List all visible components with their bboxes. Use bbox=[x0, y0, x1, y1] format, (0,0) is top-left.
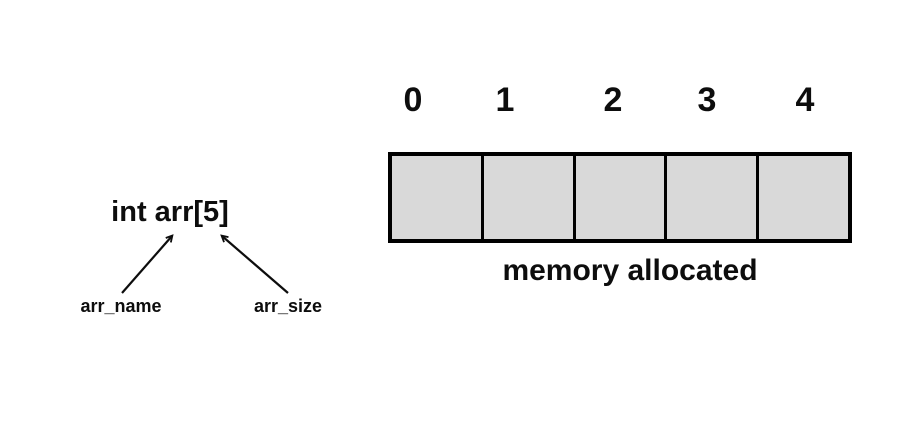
arr-size-label: arr_size bbox=[253, 296, 323, 316]
index-label-4: 4 bbox=[795, 81, 815, 119]
declaration-code-text: int arr[5] bbox=[111, 196, 229, 228]
array-cell bbox=[572, 156, 665, 239]
array-cell bbox=[480, 156, 573, 239]
array-cell bbox=[392, 156, 481, 239]
index-label-1: 1 bbox=[495, 81, 515, 119]
index-label-3: 3 bbox=[697, 81, 717, 119]
index-label-2: 2 bbox=[603, 81, 623, 119]
array-cell bbox=[664, 156, 757, 239]
index-label-0: 0 bbox=[403, 81, 423, 119]
array-cell bbox=[756, 156, 848, 239]
array-memory-box bbox=[388, 152, 852, 243]
memory-allocated-caption: memory allocated bbox=[502, 254, 758, 287]
arr-name-arrow bbox=[121, 236, 172, 294]
arr-size-arrow bbox=[222, 236, 289, 294]
arr-name-label: arr_name bbox=[80, 296, 162, 316]
